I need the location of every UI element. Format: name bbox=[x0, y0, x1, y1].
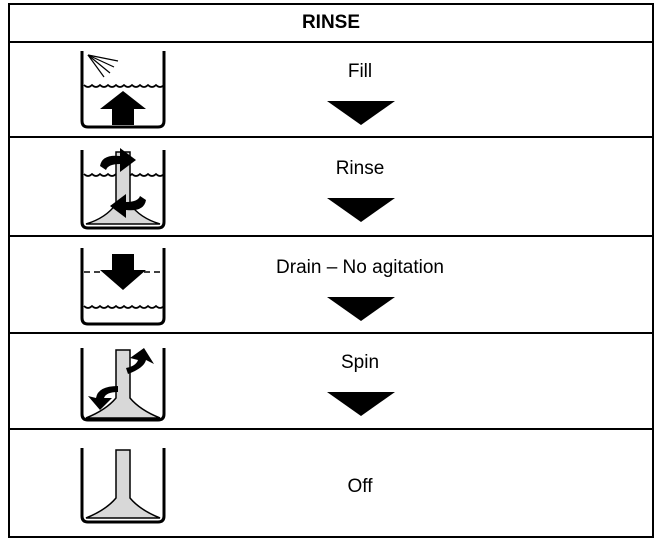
next-step-arrow bbox=[327, 297, 395, 321]
rinse-cycle-table: RINSE Fill bbox=[8, 3, 654, 538]
step-label-fill: Fill bbox=[347, 61, 373, 82]
step-row-spin: Spin bbox=[10, 334, 652, 430]
next-step-arrow bbox=[327, 101, 395, 125]
step-label-rinse: Rinse bbox=[335, 158, 385, 179]
tub-fill-icon bbox=[80, 49, 166, 129]
step-row-fill: Fill bbox=[10, 43, 652, 138]
step-label-spin: Spin bbox=[340, 352, 380, 373]
tub-rinse-icon bbox=[80, 148, 166, 230]
tub-drain-icon bbox=[80, 246, 166, 326]
next-step-arrow bbox=[327, 198, 395, 222]
table-title: RINSE bbox=[10, 5, 652, 43]
tub-spin-icon bbox=[80, 346, 166, 424]
step-label-drain: Drain – No agitation bbox=[276, 257, 444, 278]
tub-off-icon bbox=[80, 446, 166, 524]
step-row-drain: Drain – No agitation bbox=[10, 237, 652, 334]
next-step-arrow bbox=[327, 392, 395, 416]
step-row-off: Off bbox=[10, 430, 652, 538]
step-label-off: Off bbox=[347, 476, 373, 497]
step-row-rinse: Rinse bbox=[10, 138, 652, 237]
